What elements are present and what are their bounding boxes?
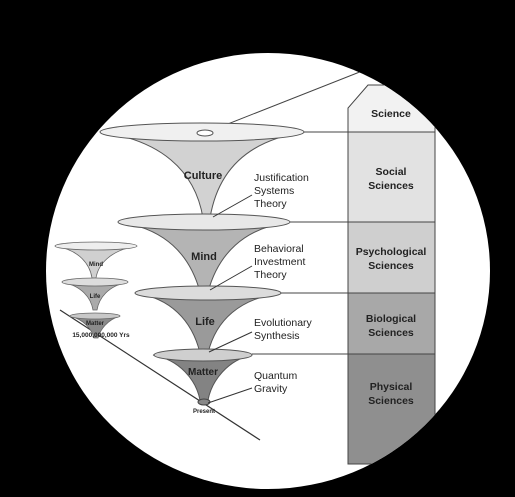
small-life-cone bbox=[61, 281, 129, 311]
life-theory-line-1: Evolutionary bbox=[254, 317, 313, 329]
biological-sciences-line-1: Biological bbox=[366, 313, 416, 325]
mind-label: Mind bbox=[191, 251, 217, 263]
leader-line-matter bbox=[207, 387, 253, 404]
mind-cone-rim bbox=[117, 213, 291, 231]
small-matter-cone bbox=[69, 315, 121, 339]
matter-theory-line-1: Quantum bbox=[254, 370, 297, 382]
matter-theory-line-2: Gravity bbox=[254, 383, 288, 395]
small-matter-rim bbox=[69, 312, 121, 320]
matter-label: Matter bbox=[188, 367, 218, 378]
life-theory-line-2: Synthesis bbox=[254, 330, 300, 342]
physical-sciences-line-1: Physical bbox=[370, 381, 413, 393]
life-cone-rim bbox=[134, 285, 282, 301]
present-point bbox=[197, 398, 211, 406]
physical-sciences-band bbox=[347, 353, 436, 465]
leader-line-mind bbox=[209, 265, 253, 291]
social-sciences-line-2: Sciences bbox=[368, 180, 414, 192]
leader-line-life bbox=[208, 331, 253, 353]
small-life-label: Life bbox=[90, 294, 101, 300]
leader-line-culture bbox=[212, 194, 253, 218]
small-matter-label: Matter bbox=[86, 321, 105, 327]
psychological-sciences-line-2: Sciences bbox=[368, 260, 414, 272]
psychological-sciences-band bbox=[347, 221, 436, 294]
small-life-rim bbox=[61, 277, 129, 287]
small-mind-label: Mind bbox=[89, 262, 103, 268]
culture-theory-line-1: Justification bbox=[254, 172, 309, 184]
small-mind-rim bbox=[54, 241, 138, 251]
culture-top-point bbox=[196, 129, 214, 137]
culture-theory-line-3: Theory bbox=[254, 198, 287, 210]
matter-cone-rim bbox=[153, 348, 253, 362]
culture-theory-line-2: Systems bbox=[254, 185, 294, 197]
mind-theory-line-1: Behavioral bbox=[254, 243, 304, 255]
biological-sciences-line-2: Sciences bbox=[368, 327, 414, 339]
mind-theory-line-2: Investment bbox=[254, 256, 305, 268]
biological-sciences-band bbox=[347, 292, 436, 355]
mind-theory-line-3: Theory bbox=[254, 269, 287, 281]
science-header-label: Science bbox=[371, 108, 411, 120]
physical-sciences-line-2: Sciences bbox=[368, 395, 414, 407]
culture-label: Culture bbox=[184, 170, 223, 182]
timeline-label: 15,000,000,000 Yrs bbox=[72, 332, 130, 339]
life-label: Life bbox=[195, 316, 215, 328]
present-label: Present bbox=[193, 409, 215, 415]
social-sciences-line-1: Social bbox=[376, 166, 407, 178]
psychological-sciences-line-1: Psychological bbox=[356, 246, 427, 258]
